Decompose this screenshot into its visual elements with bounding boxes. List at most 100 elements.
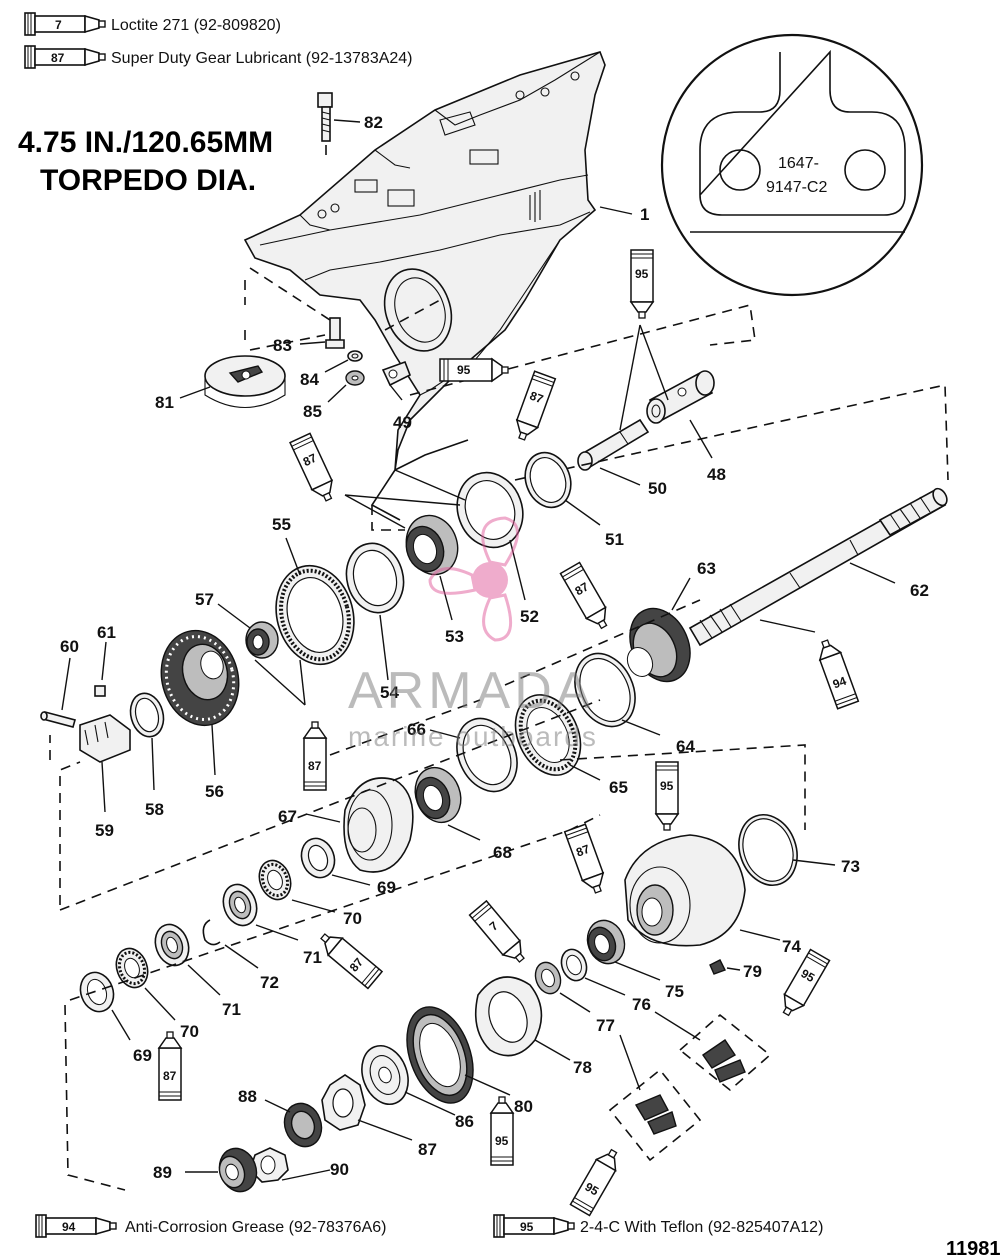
part-label-88: 88 xyxy=(238,1087,257,1106)
leader-line xyxy=(101,641,107,681)
leader-line xyxy=(599,467,641,486)
part-label-60: 60 xyxy=(60,637,79,656)
part-label-79: 79 xyxy=(743,962,762,981)
alignment-line xyxy=(59,699,601,911)
part-label-68: 68 xyxy=(493,843,512,862)
leader-line xyxy=(299,341,326,345)
legend-2-4-c-item: 95 2-4-C With Teflon (92-825407A12) xyxy=(493,1214,823,1238)
alignment-line xyxy=(64,1004,126,1191)
part-label-67: 67 xyxy=(278,807,297,826)
part-label-80: 80 xyxy=(514,1097,533,1116)
grease-tube-95: 95 xyxy=(439,358,509,382)
tube-code: 94 xyxy=(831,674,849,692)
leader-line xyxy=(285,537,301,576)
tube-icon xyxy=(24,45,106,69)
leader-line xyxy=(739,929,781,941)
grease-tube-95: 95 xyxy=(490,1096,514,1166)
grease-tube-87: 87 xyxy=(559,561,615,634)
grease-tube-95: 95 xyxy=(655,761,679,831)
part-label-55: 55 xyxy=(272,515,291,534)
watermark-brand: ARMADA xyxy=(348,662,594,720)
leader-line xyxy=(464,1074,511,1096)
ring-58 xyxy=(129,692,165,738)
washer-84 xyxy=(347,350,363,362)
oring-73 xyxy=(738,814,798,886)
tube-code: 95 xyxy=(798,966,817,985)
leader-line xyxy=(621,719,661,736)
part-label-58: 58 xyxy=(145,800,164,819)
legend-text: Super Duty Gear Lubricant (92-13783A24) xyxy=(111,50,413,67)
part-label-89: 89 xyxy=(153,1163,172,1182)
part-label-71: 71 xyxy=(303,948,322,967)
legend-code: 87 xyxy=(51,51,65,65)
leader-line xyxy=(379,614,389,681)
bolt-82 xyxy=(317,92,333,160)
grease-tube-87: 87 xyxy=(289,432,340,506)
title-line-1: 4.75 IN./120.65MM xyxy=(18,126,273,159)
alignment-line xyxy=(249,334,326,351)
leader-line xyxy=(281,1169,331,1181)
part-label-90: 90 xyxy=(330,1160,349,1179)
tube-code: 95 xyxy=(495,1134,509,1148)
shaft-50 xyxy=(577,418,650,471)
part-label-72: 72 xyxy=(260,973,279,992)
legend-bottom: 94 Anti-Corrosion Grease (92-78376A6) 95… xyxy=(35,1214,823,1238)
detail-casting-number-1: 1647- xyxy=(778,155,819,172)
part-label-75: 75 xyxy=(665,982,684,1001)
bearing-80 xyxy=(406,1006,474,1104)
tube-code: 95 xyxy=(660,779,674,793)
leader-line xyxy=(614,961,661,981)
prop-shaft-62 xyxy=(688,487,948,647)
part-label-61: 61 xyxy=(97,623,116,642)
armada-watermark: ARMADA marine outboards xyxy=(348,516,598,752)
needle-bearing-75 xyxy=(586,919,626,965)
leader-line xyxy=(187,964,221,996)
part-label-66: 66 xyxy=(407,720,426,739)
thrust-bearing-65 xyxy=(514,694,582,776)
legend-text: Loctite 271 (92-809820) xyxy=(111,17,281,34)
screw-83 xyxy=(325,317,345,349)
alignment-line xyxy=(69,814,601,1001)
needle-bearing-68 xyxy=(414,766,462,824)
grease-tube-87: 87 xyxy=(303,721,327,791)
carrier-52 xyxy=(456,471,524,549)
part-label-70b: 70 xyxy=(180,1022,199,1041)
leader-line xyxy=(264,1099,291,1113)
snap-ring-72 xyxy=(202,919,221,946)
leader-line xyxy=(639,324,669,401)
tube-code: 87 xyxy=(528,389,546,407)
washer-69a xyxy=(300,837,336,879)
part-label-1: 1 xyxy=(640,205,649,224)
part-label-77: 77 xyxy=(596,1016,615,1035)
part-label-87: 87 xyxy=(418,1140,437,1159)
legend-code: 95 xyxy=(520,1220,534,1234)
alignment-line xyxy=(504,599,701,686)
leader-line xyxy=(447,824,481,841)
leader-line xyxy=(324,359,349,373)
oring-64 xyxy=(574,652,636,728)
part-label-51: 51 xyxy=(605,530,624,549)
part-label-53: 53 xyxy=(445,627,464,646)
leader-line xyxy=(559,992,591,1013)
leader-line xyxy=(619,1034,641,1091)
ring-54 xyxy=(345,542,405,614)
part-label-74: 74 xyxy=(782,937,801,956)
leader-line xyxy=(327,384,347,403)
leader-line xyxy=(357,1119,413,1141)
leader-line xyxy=(671,577,691,611)
grease-tube-87: 87 xyxy=(158,1031,182,1101)
leader-line xyxy=(599,206,633,215)
leader-line xyxy=(299,659,306,706)
watermark-tagline: marine outboards xyxy=(348,721,598,752)
part-label-69b: 69 xyxy=(133,1046,152,1065)
part-label-64: 64 xyxy=(676,737,695,756)
legend-top: 7 Loctite 271 (92-809820) 87 Super Duty … xyxy=(24,12,413,69)
part-label-63: 63 xyxy=(697,559,716,578)
leader-line xyxy=(144,987,176,1021)
clip-49 xyxy=(381,360,412,387)
leader-line xyxy=(217,603,251,629)
leader-line xyxy=(254,659,306,706)
leader-line xyxy=(111,1009,131,1041)
grease-tube-95: 95 xyxy=(630,249,654,319)
nut-85 xyxy=(345,370,365,386)
